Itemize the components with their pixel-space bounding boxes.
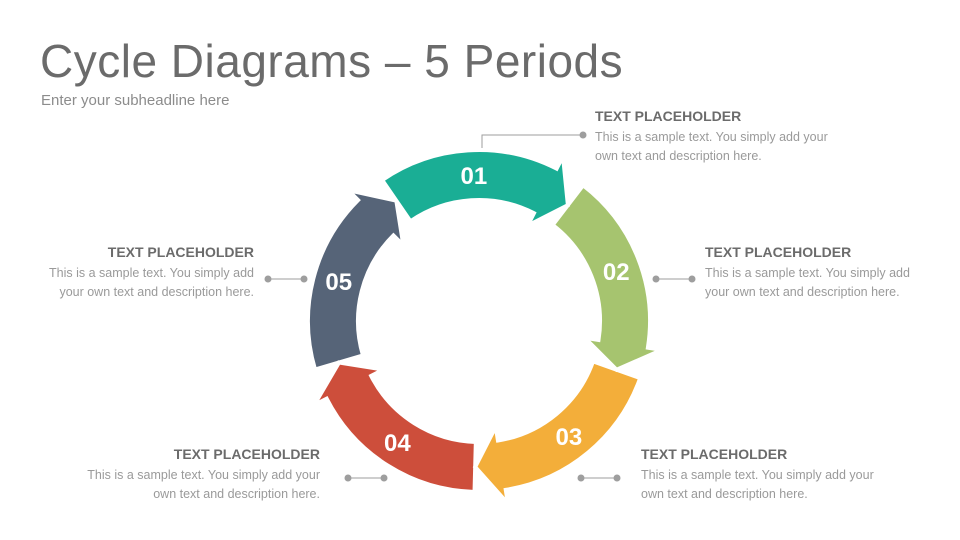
connector-dot (264, 275, 272, 283)
cycle-arrow-2 (549, 182, 669, 373)
text-block-body: This is a sample text. You simply add yo… (705, 266, 910, 299)
cycle-arrow-5 (306, 186, 407, 373)
text-block-heading: TEXT PLACEHOLDER (595, 108, 742, 124)
connector-dot (380, 474, 388, 482)
cycle-arrow-1 (379, 148, 571, 231)
connector-dot (579, 131, 587, 139)
connector-dot (344, 474, 352, 482)
cycle-number-4: 04 (384, 430, 411, 457)
text-block-3: TEXT PLACEHOLDER This is a sample text. … (641, 446, 891, 504)
text-block-5: TEXT PLACEHOLDER This is a sample text. … (40, 244, 254, 302)
connector-dot (577, 474, 585, 482)
connector-dot (613, 474, 621, 482)
text-block-body: This is a sample text. You simply add yo… (595, 130, 828, 163)
cycle-arrow-4 (308, 360, 478, 494)
cycle-number-2: 02 (603, 259, 630, 286)
connector-dot (300, 275, 308, 283)
page-subtitle: Enter your subheadline here (41, 92, 230, 109)
text-block-body: This is a sample text. You simply add yo… (87, 468, 320, 501)
cycle-number-1: 01 (461, 163, 488, 190)
text-block-heading: TEXT PLACEHOLDER (173, 446, 320, 462)
text-block-body: This is a sample text. You simply add yo… (49, 266, 254, 299)
text-block-2: TEXT PLACEHOLDER This is a sample text. … (705, 244, 920, 302)
text-block-4: TEXT PLACEHOLDER This is a sample text. … (70, 446, 320, 504)
text-block-heading: TEXT PLACEHOLDER (705, 244, 852, 260)
text-block-body: This is a sample text. You simply add yo… (641, 468, 874, 501)
text-block-heading: TEXT PLACEHOLDER (641, 446, 788, 462)
text-block-1: TEXT PLACEHOLDER This is a sample text. … (595, 108, 845, 166)
connector-dot (688, 275, 696, 283)
cycle-number-3: 03 (556, 424, 583, 451)
connector-dot (652, 275, 660, 283)
cycle-number-5: 05 (325, 269, 352, 296)
page-title: Cycle Diagrams – 5 Periods (40, 35, 624, 87)
cycle-arrow-3 (472, 358, 643, 511)
connector-line-1 (481, 134, 583, 148)
text-block-heading: TEXT PLACEHOLDER (107, 244, 254, 260)
